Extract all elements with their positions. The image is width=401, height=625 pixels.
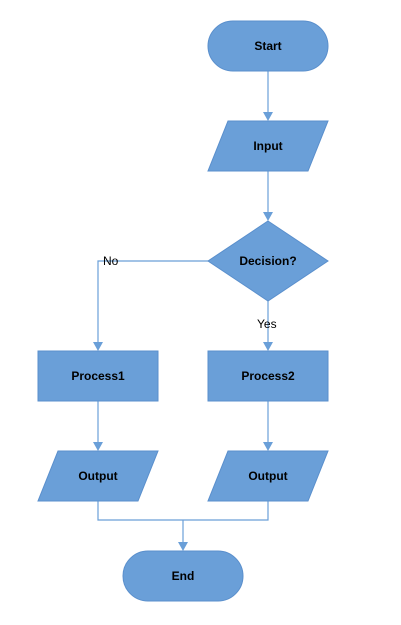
decision-label: Decision? xyxy=(239,254,296,268)
output1-parallelogram-shape xyxy=(37,450,159,502)
edge-output2-merge xyxy=(183,501,269,521)
process2-label: Process2 xyxy=(241,369,295,383)
node-process2[interactable]: Process2 xyxy=(207,350,329,402)
input-label: Input xyxy=(253,139,282,153)
output1-label: Output xyxy=(78,469,117,483)
node-process1[interactable]: Process1 xyxy=(37,350,159,402)
arrowhead-output2 xyxy=(263,442,273,451)
node-decision[interactable]: Decision? xyxy=(207,220,329,302)
process1-rectangle-shape xyxy=(37,350,159,402)
arrowhead-output1 xyxy=(93,442,103,451)
arrowhead-input xyxy=(263,112,273,121)
end-label: End xyxy=(172,569,195,583)
arrowhead-end xyxy=(178,542,188,551)
edge-label-yes: Yes xyxy=(257,317,277,331)
node-output2[interactable]: Output xyxy=(207,450,329,502)
start-label: Start xyxy=(254,39,281,53)
process2-rectangle-shape xyxy=(207,350,329,402)
arrowhead-process2 xyxy=(263,342,273,351)
arrowhead-process1 xyxy=(93,342,103,351)
edges xyxy=(93,71,273,551)
output2-label: Output xyxy=(248,469,287,483)
edge-output1-merge xyxy=(97,501,183,521)
input-parallelogram-shape xyxy=(207,120,329,172)
node-output1[interactable]: Output xyxy=(37,450,159,502)
node-input[interactable]: Input xyxy=(207,120,329,172)
decision-diamond-shape xyxy=(207,220,329,302)
edge-decision-no xyxy=(97,260,208,344)
end-terminator-shape xyxy=(122,550,244,602)
start-terminator-shape xyxy=(207,20,329,72)
process1-label: Process1 xyxy=(71,369,125,383)
node-end[interactable]: End xyxy=(122,550,244,602)
node-start[interactable]: Start xyxy=(207,20,329,72)
output2-parallelogram-shape xyxy=(207,450,329,502)
edge-label-no: No xyxy=(103,254,119,268)
arrowhead-decision xyxy=(263,212,273,221)
